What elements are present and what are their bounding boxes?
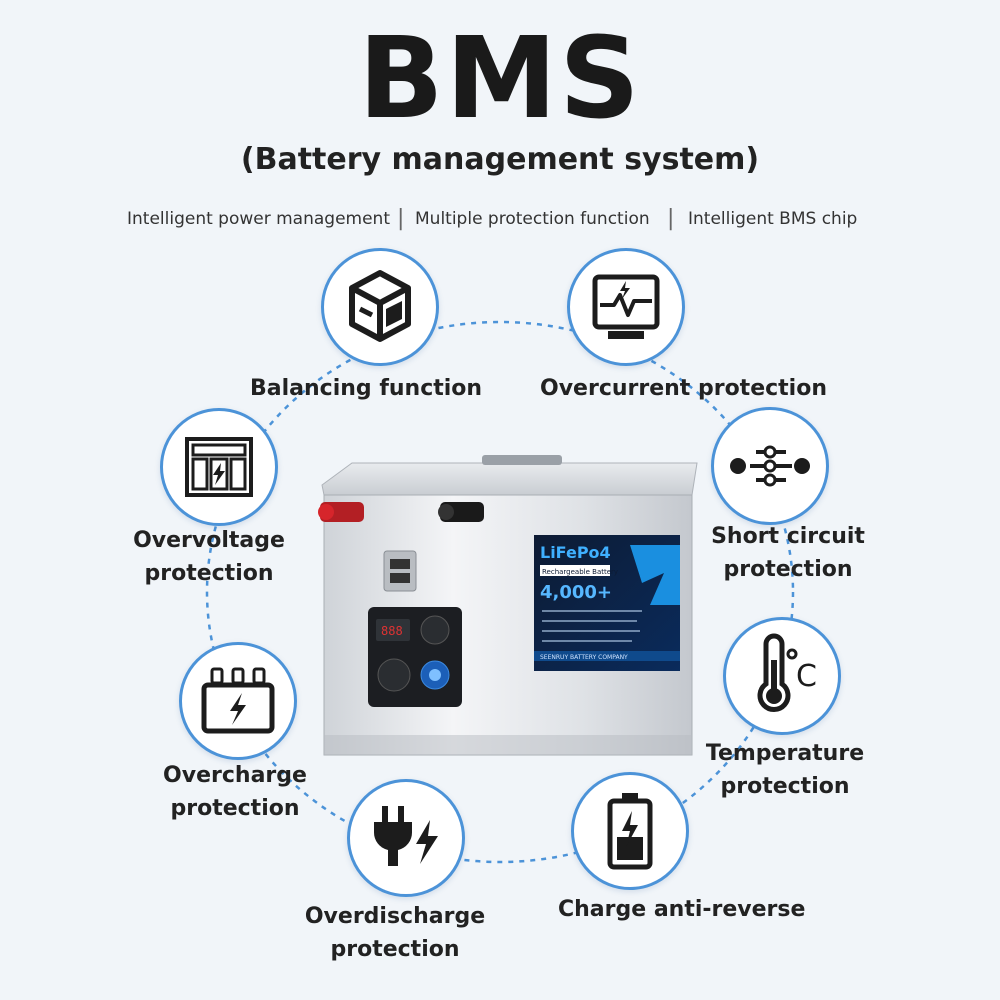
- circuit-sliders-icon: [730, 445, 810, 487]
- monitor-lightning-icon: [592, 274, 660, 339]
- brand-label: LiFePo4: [540, 543, 611, 562]
- cube-icon: [349, 270, 411, 342]
- feature-separator: |: [667, 206, 675, 231]
- overcurrent-circle: [567, 248, 685, 366]
- overvoltage-circle: [160, 408, 278, 526]
- company-name: SEENRUY BATTERY COMPANY: [540, 654, 628, 661]
- short-circuit-circle: [711, 407, 829, 525]
- label-short-circuit: Short circuit protection: [711, 524, 865, 582]
- feature-strip: Intelligent power management | Multiple …: [0, 206, 1000, 236]
- thermometer-celsius-icon: C: [757, 633, 817, 712]
- feature-bms-chip: Intelligent BMS chip: [688, 209, 858, 229]
- overcharge-circle: [179, 642, 297, 760]
- label-charge-anti-reverse: Charge anti-reverse: [558, 897, 806, 922]
- cycle-count: 4,000+: [540, 582, 612, 603]
- battery-tagline: Rechargeable Battery: [542, 568, 618, 576]
- balancing-circle: [321, 248, 439, 366]
- temperature-circle: C: [723, 617, 841, 735]
- label-overcurrent: Overcurrent protection: [540, 376, 827, 401]
- overdischarge-circle: [347, 779, 465, 897]
- feature-protection: Multiple protection function: [415, 209, 650, 229]
- page-subtitle: (Battery management system): [240, 142, 760, 177]
- charge-anti-reverse-circle: [571, 772, 689, 890]
- celsius-symbol: C: [796, 659, 817, 694]
- battery-charge-icon: [607, 793, 653, 870]
- voltage-module-icon: [185, 437, 253, 497]
- plug-lightning-icon: [373, 806, 438, 866]
- battery-product-image: 888 LiFePo4 Rechargeable Battery 4,000+ …: [312, 455, 702, 769]
- feature-separator: |: [397, 206, 405, 231]
- label-overcharge: Overcharge protection: [163, 763, 307, 821]
- label-balancing: Balancing function: [250, 376, 483, 401]
- label-overdischarge: Overdischarge protection: [304, 904, 486, 962]
- svg-text:888: 888: [381, 624, 403, 638]
- feature-power-management: Intelligent power management: [127, 209, 391, 229]
- label-temperature: Temperature protection: [705, 741, 865, 799]
- label-overvoltage: Overvoltage protection: [133, 528, 285, 586]
- charger-lightning-icon: [201, 667, 275, 734]
- page-title: BMS: [358, 14, 642, 144]
